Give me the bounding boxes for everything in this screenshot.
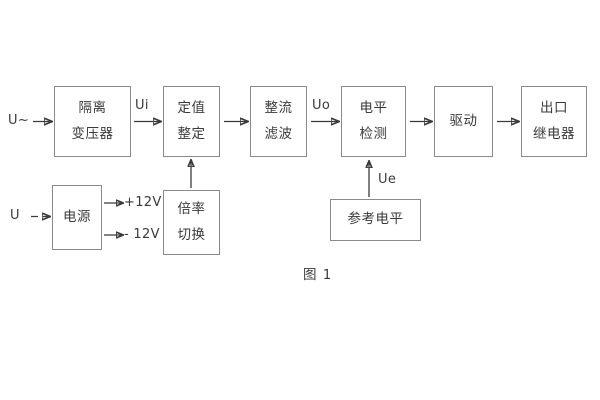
block-rectify-filter: 整流 滤波	[250, 86, 307, 157]
block-isolation-transformer-line-2: 变压器	[71, 126, 114, 142]
block-level-detection-line-2: 检测	[359, 126, 388, 142]
block-setting-value: 定值 整定	[163, 86, 220, 157]
label-minus-12v: - 12V	[124, 227, 160, 242]
block-output-relay-line-1: 出口	[540, 99, 568, 116]
block-drive-line-1: 驱动	[449, 112, 478, 129]
block-rectify-filter-line-2: 滤波	[264, 126, 293, 142]
label-ue: Ue	[378, 172, 397, 187]
label-ui: Ui	[135, 98, 149, 113]
block-output-relay-line-2: 继电器	[533, 126, 575, 142]
block-output-relay: 出口 继电器	[521, 86, 587, 157]
block-setting-value-line-2: 整定	[177, 126, 206, 142]
block-isolation-transformer: 隔离 变压器	[54, 86, 131, 157]
block-reference-level-line-1: 参考电平	[347, 211, 404, 228]
label-uo: Uo	[312, 98, 331, 113]
block-setting-value-line-1: 定值	[177, 99, 206, 116]
figure-caption: 图 1	[303, 267, 333, 283]
block-drive: 驱动	[434, 86, 493, 157]
block-isolation-transformer-line-1: 隔离	[78, 99, 107, 116]
block-multiplier-switch-line-1: 倍率	[177, 200, 206, 217]
label-input-ac: U~	[8, 113, 30, 128]
block-reference-level: 参考电平	[330, 199, 421, 241]
block-level-detection-line-1: 电平	[359, 99, 388, 116]
block-multiplier-switch: 倍率 切换	[163, 190, 220, 255]
label-input-dc: U	[10, 208, 20, 223]
block-level-detection: 电平 检测	[341, 86, 406, 157]
block-power-supply: 电源	[52, 185, 102, 250]
label-plus-12v: +12V	[124, 195, 162, 210]
block-rectify-filter-line-1: 整流	[264, 99, 293, 116]
block-multiplier-switch-line-2: 切换	[177, 227, 206, 243]
block-power-supply-line-1: 电源	[63, 208, 91, 225]
